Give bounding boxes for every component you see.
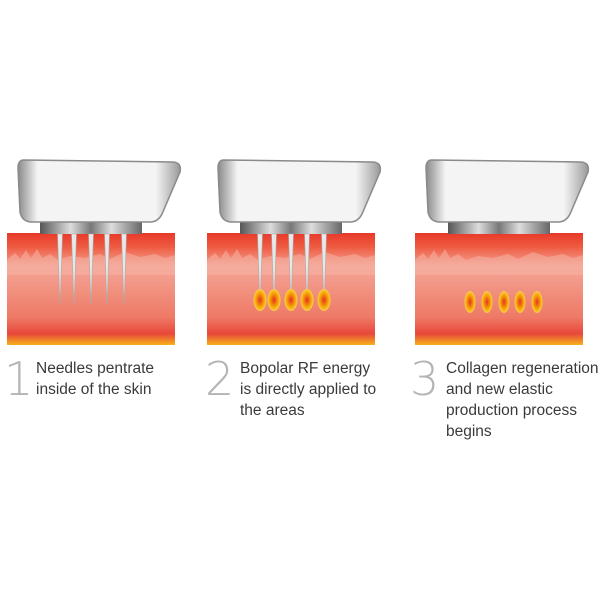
device-head — [217, 159, 382, 223]
step-3-illustration — [408, 150, 600, 350]
step-1-line: inside of the skin — [36, 381, 152, 398]
needle — [71, 233, 77, 306]
step-3-line: Collagen regeneration — [446, 360, 599, 377]
collagen-zone — [481, 291, 493, 313]
step-2-illustration — [200, 150, 400, 350]
needle — [121, 233, 127, 306]
step-3-line: production process — [446, 402, 577, 419]
needle — [304, 233, 310, 306]
rf-heat-zone — [253, 289, 267, 311]
needle-base — [240, 222, 342, 234]
rf-heat-zone — [317, 289, 331, 311]
step-1-number: 1 — [4, 352, 34, 406]
rf-heat-zone — [300, 289, 314, 311]
step-1-line: Needles pentrate — [36, 360, 155, 377]
needle-base — [40, 222, 142, 234]
step-2-line: is directly applied to — [240, 381, 377, 398]
step-3-number: 3 — [410, 352, 440, 406]
step-3-description: Collagen regeneration and new elastic pr… — [446, 358, 599, 442]
step-1-description: Needles pentrate inside of the skin — [36, 358, 154, 400]
collagen-zone — [464, 291, 476, 313]
skin-layer — [415, 233, 583, 345]
step-2-line: the areas — [240, 402, 305, 419]
needle — [271, 233, 277, 306]
collagen-zone — [531, 291, 543, 313]
needle — [288, 233, 294, 306]
needle — [88, 233, 94, 306]
needle — [257, 233, 263, 306]
device-head — [425, 159, 590, 223]
step-2-number: 2 — [205, 352, 235, 406]
step-3-line: and new elastic — [446, 381, 553, 398]
step-2-description: Bopolar RF energy is directly applied to… — [240, 358, 376, 421]
rf-heat-zone — [267, 289, 281, 311]
step-3-line: begins — [446, 423, 492, 440]
needle — [57, 233, 63, 306]
needle — [104, 233, 110, 306]
needle — [321, 233, 327, 306]
collagen-zone — [498, 291, 510, 313]
skin-texture — [415, 249, 583, 275]
collagen-zone — [514, 291, 526, 313]
device-head — [17, 159, 182, 223]
step-2-line: Bopolar RF energy — [240, 360, 371, 377]
rf-heat-zone — [284, 289, 298, 311]
step-1-illustration — [0, 150, 200, 350]
needle-base — [448, 222, 550, 234]
